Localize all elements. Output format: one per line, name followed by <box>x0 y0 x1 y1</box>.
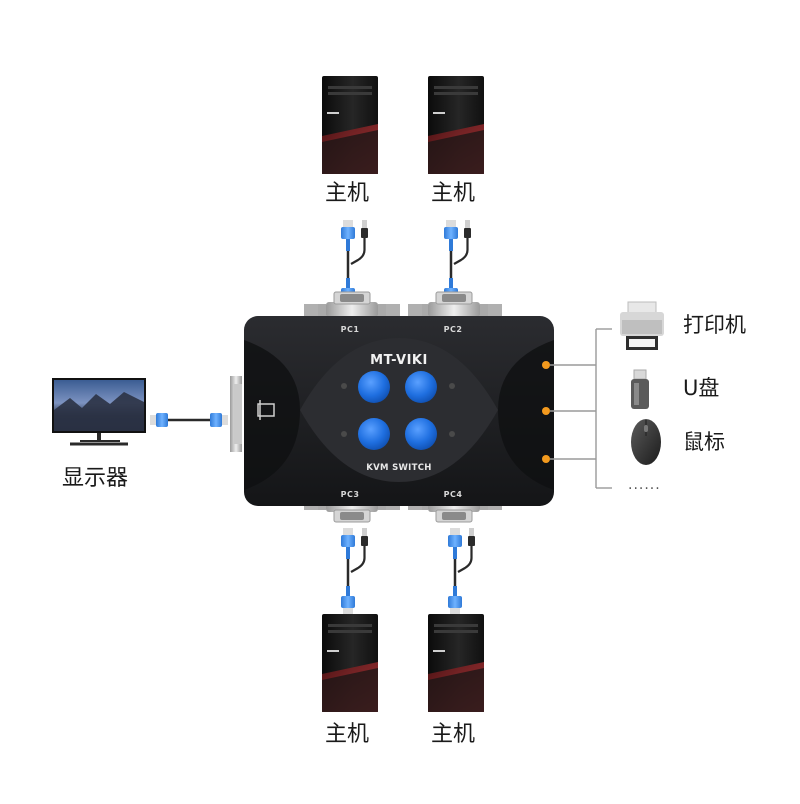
port-label-pc3: PC3 <box>340 490 360 499</box>
pc-tower-2 <box>428 76 484 174</box>
kvm-switch <box>230 291 554 523</box>
printer-label: 打印机 <box>683 313 746 337</box>
switch-brand-label: MT-VIKI <box>370 353 428 368</box>
host-label-3: 主机 <box>324 722 369 747</box>
host-label-2: 主机 <box>430 181 475 206</box>
more-devices-ellipsis: ...... <box>628 477 661 493</box>
port-label-pc2: PC2 <box>443 325 463 334</box>
switch-button-pc1[interactable] <box>358 371 390 403</box>
switch-button-pc3[interactable] <box>358 418 390 450</box>
monitor-vga-cable <box>150 413 228 427</box>
usb-port-2-dot <box>542 407 550 415</box>
pc-tower-3 <box>322 614 378 712</box>
port-label-pc4: PC4 <box>443 490 463 499</box>
switch-button-pc4[interactable] <box>405 418 437 450</box>
vga-usb-cable-pc3 <box>339 526 370 617</box>
mouse-label: 鼠标 <box>683 430 725 454</box>
host-label-1: 主机 <box>324 181 369 206</box>
printer-icon <box>620 301 664 350</box>
peripheral-connector-lines <box>550 328 612 489</box>
mouse-icon <box>631 419 661 465</box>
port-label-pc1: PC1 <box>340 325 360 334</box>
host-label-4: 主机 <box>430 722 475 747</box>
switch-button-pc2[interactable] <box>405 371 437 403</box>
usb-drive-label: U盘 <box>683 376 720 400</box>
usb-drive-icon <box>631 369 649 409</box>
switch-model-label: KVM SWITCH <box>366 463 432 473</box>
pc-tower-1 <box>322 76 378 174</box>
monitor-port-icon <box>257 403 275 417</box>
usb-port-1-dot <box>542 361 550 369</box>
vga-usb-cable-pc4 <box>446 526 477 617</box>
monitor <box>52 378 146 446</box>
usb-port-3-dot <box>542 455 550 463</box>
monitor-label: 显示器 <box>62 466 129 491</box>
pc-tower-4 <box>428 614 484 712</box>
